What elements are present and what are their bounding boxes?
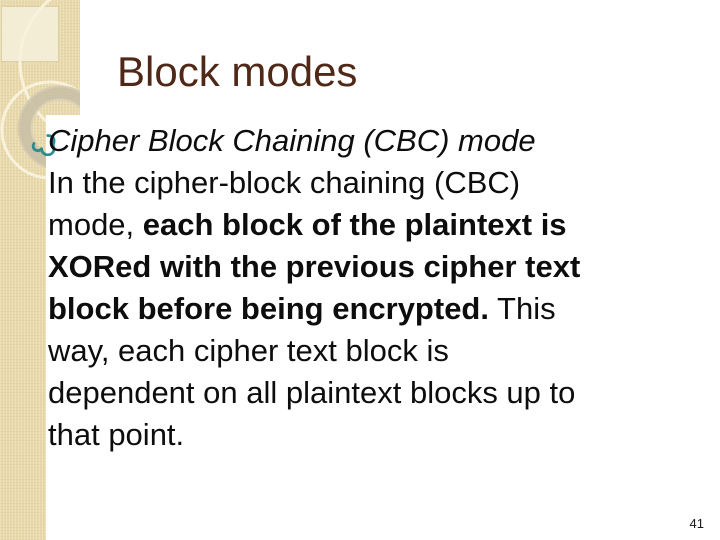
content-area: [46, 115, 720, 540]
text-line: In the cipher-block chaining (CBC): [48, 162, 708, 204]
text-line: mode, each block of the plaintext is: [48, 204, 708, 246]
text-line: that point.: [48, 414, 708, 456]
text-run: mode,: [48, 207, 143, 242]
text-line: way, each cipher text block is: [48, 330, 708, 372]
bullet-text-line: Cipher Block Chaining (CBC) mode: [48, 120, 708, 162]
text-run: way, each cipher text block is: [48, 333, 449, 368]
text-run: In the cipher-block chaining (CBC): [48, 165, 521, 200]
page-number: 41: [689, 516, 704, 531]
slide-title: Block modes: [117, 48, 358, 95]
text-run: dependent on all plaintext blocks up to: [48, 375, 576, 410]
text-line: XORed with the previous cipher text: [48, 246, 708, 288]
swirl-bullet-icon: [31, 134, 56, 156]
text-run: that point.: [48, 417, 185, 452]
text-run: XORed with the previous cipher text: [48, 249, 581, 284]
text-line: dependent on all plaintext blocks up to: [48, 372, 708, 414]
text-run: block before being encrypted.: [48, 291, 489, 326]
text-run: This: [488, 291, 556, 326]
text-block: Cipher Block Chaining (CBC) mode In the c…: [48, 120, 708, 456]
text-run: each block of the plaintext is: [142, 207, 567, 242]
text-line: block before being encrypted. This: [48, 288, 708, 330]
text-run: Cipher Block Chaining (CBC) mode: [48, 123, 536, 158]
